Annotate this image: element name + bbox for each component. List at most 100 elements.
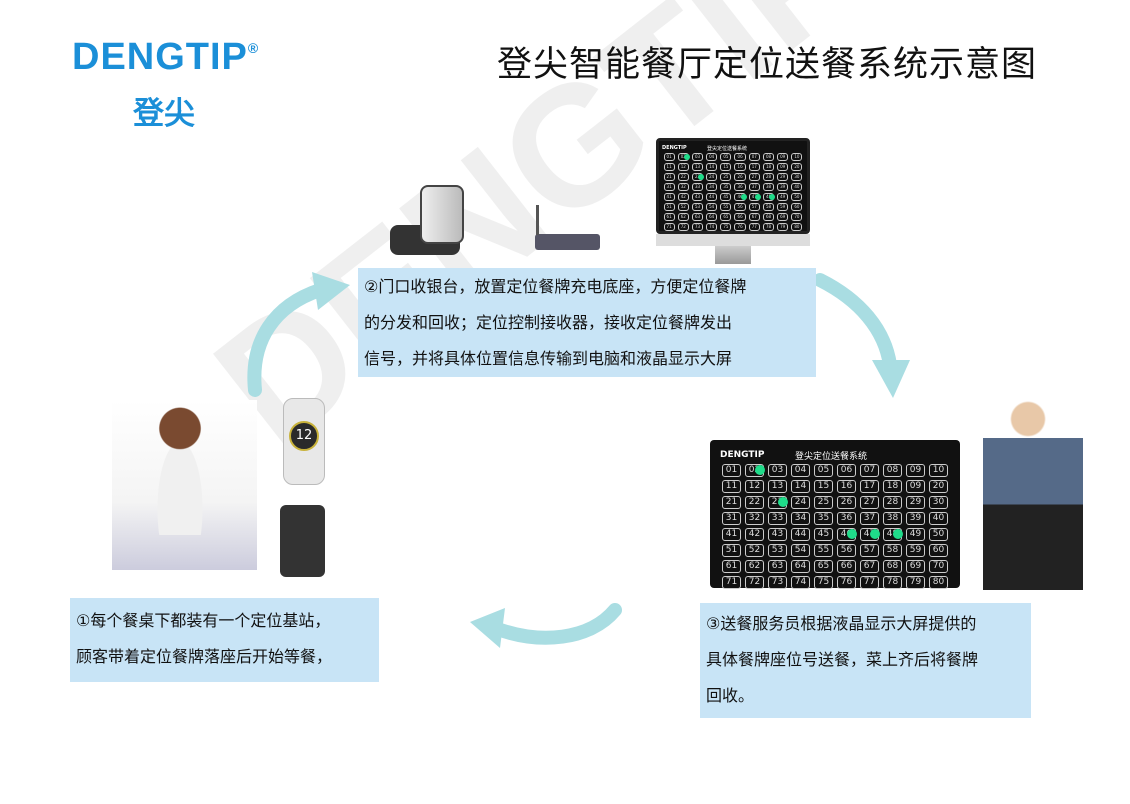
seat-cell: 50 xyxy=(791,193,803,201)
seat-cell: 73 xyxy=(691,223,704,231)
seat-cell: 41 xyxy=(722,527,741,541)
seat-cell: 20 xyxy=(791,163,803,171)
seat-cell: 33 xyxy=(768,511,787,525)
seat-cell: 68 xyxy=(883,559,902,573)
seat-cell: 05 xyxy=(814,463,833,477)
seat-cell: 41 xyxy=(663,193,675,201)
arrow-left xyxy=(488,603,622,645)
seat-cell: 60 xyxy=(929,543,948,557)
seat-cell: 42 xyxy=(745,527,764,541)
seat-cell: 12 xyxy=(745,479,764,493)
seat-cell: 20 xyxy=(929,479,948,493)
pager-stack-image xyxy=(420,185,464,244)
seat-cell: 40 xyxy=(929,511,948,525)
seat-cell: 45 xyxy=(814,527,833,541)
logo: DENGTIP® xyxy=(72,36,259,79)
seat-cell: 32 xyxy=(677,183,689,191)
logo-reg: ® xyxy=(247,40,260,56)
seat-cell: 23 xyxy=(768,495,787,509)
seat-cell: 48 xyxy=(883,527,902,541)
seat-cell: 04 xyxy=(791,463,810,477)
seat-cell: 57 xyxy=(860,543,879,557)
seat-cell: 49 xyxy=(906,527,925,541)
seat-cell: 70 xyxy=(791,213,803,221)
seat-cell: 74 xyxy=(791,575,810,589)
seat-cell: 14 xyxy=(706,163,718,171)
seat-cell: 36 xyxy=(734,183,746,191)
seat-cell: 58 xyxy=(883,543,902,557)
seat-cell: 45 xyxy=(720,193,732,201)
arrowhead-up xyxy=(312,272,350,310)
step-3-line: 具体餐牌座位号送餐，菜上齐后将餐牌 xyxy=(706,650,979,669)
seat-cell: 63 xyxy=(691,213,704,221)
seat-cell: 56 xyxy=(734,203,746,211)
seat-cell: 80 xyxy=(791,223,803,231)
seat-cell: 71 xyxy=(722,575,741,589)
seat-cell: 60 xyxy=(791,203,803,211)
seat-cell: 69 xyxy=(906,559,925,573)
seat-cell: 13 xyxy=(691,163,704,171)
screen-brand: DENGTIP xyxy=(662,145,687,151)
seat-cell: 11 xyxy=(663,163,675,171)
seat-cell: 61 xyxy=(663,213,675,221)
seat-cell: 77 xyxy=(860,575,879,589)
seat-cell: 75 xyxy=(720,223,732,231)
seat-cell: 54 xyxy=(706,203,718,211)
arrowhead-down xyxy=(872,360,910,398)
seat-cell: 62 xyxy=(677,213,689,221)
seat-cell: 38 xyxy=(762,183,775,191)
seat-cell: 30 xyxy=(929,495,948,509)
seat-cell: 17 xyxy=(860,479,879,493)
seat-cell: 03 xyxy=(768,463,787,477)
seat-cell: 37 xyxy=(860,511,879,525)
seat-cell: 58 xyxy=(762,203,775,211)
seat-cell: 24 xyxy=(791,495,810,509)
seat-cell: 65 xyxy=(814,559,833,573)
seat-cell: 79 xyxy=(777,223,789,231)
seat-cell: 18 xyxy=(883,479,902,493)
seat-cell: 64 xyxy=(706,213,718,221)
seat-cell: 29 xyxy=(906,495,925,509)
step-1-box: ①每个餐桌下都装有一个定位基站， 顾客带着定位餐牌落座后开始等餐， xyxy=(70,598,379,682)
seat-cell: 22 xyxy=(677,173,689,181)
seat-cell: 35 xyxy=(720,183,732,191)
seat-cell: 67 xyxy=(860,559,879,573)
seat-cell: 57 xyxy=(748,203,760,211)
seat-cell: 72 xyxy=(745,575,764,589)
seat-cell: 29 xyxy=(777,173,789,181)
seat-cell: 76 xyxy=(837,575,856,589)
monitor-bezel xyxy=(656,234,810,246)
monitor-stand xyxy=(715,246,751,264)
logo-cn: 登尖 xyxy=(133,96,195,132)
step-2-line: ②门口收银台，放置定位餐牌充电底座，方便定位餐牌 xyxy=(364,277,747,296)
seat-cell: 04 xyxy=(706,153,718,161)
seat-cell: 18 xyxy=(762,163,775,171)
seat-cell: 55 xyxy=(720,203,732,211)
seat-cell: 76 xyxy=(734,223,746,231)
seat-cell: 25 xyxy=(720,173,732,181)
step-1-line: ①每个餐桌下都装有一个定位基站， xyxy=(76,611,331,630)
seat-cell: 14 xyxy=(791,479,810,493)
arrow-right-down xyxy=(813,273,897,372)
seat-cell: 62 xyxy=(745,559,764,573)
screen-title: 登尖定位送餐系统 xyxy=(707,145,748,152)
seat-cell: 52 xyxy=(745,543,764,557)
seat-cell: 37 xyxy=(748,183,760,191)
step-3-line: ③送餐服务员根据液晶显示大屏提供的 xyxy=(706,614,977,633)
seat-cell: 21 xyxy=(663,173,675,181)
seat-cell: 15 xyxy=(720,163,732,171)
seat-cell: 27 xyxy=(860,495,879,509)
seat-cell: 46 xyxy=(734,193,746,201)
seat-cell: 10 xyxy=(791,153,803,161)
seat-cell: 43 xyxy=(768,527,787,541)
seat-cell: 64 xyxy=(791,559,810,573)
seat-cell: 36 xyxy=(837,511,856,525)
customer-figure xyxy=(145,405,215,535)
seat-cell: 02 xyxy=(677,153,689,161)
waiter-photo xyxy=(983,400,1083,590)
seat-cell: 27 xyxy=(748,173,760,181)
seat-cell: 07 xyxy=(860,463,879,477)
seat-cell: 31 xyxy=(663,183,675,191)
seat-cell: 39 xyxy=(906,511,925,525)
